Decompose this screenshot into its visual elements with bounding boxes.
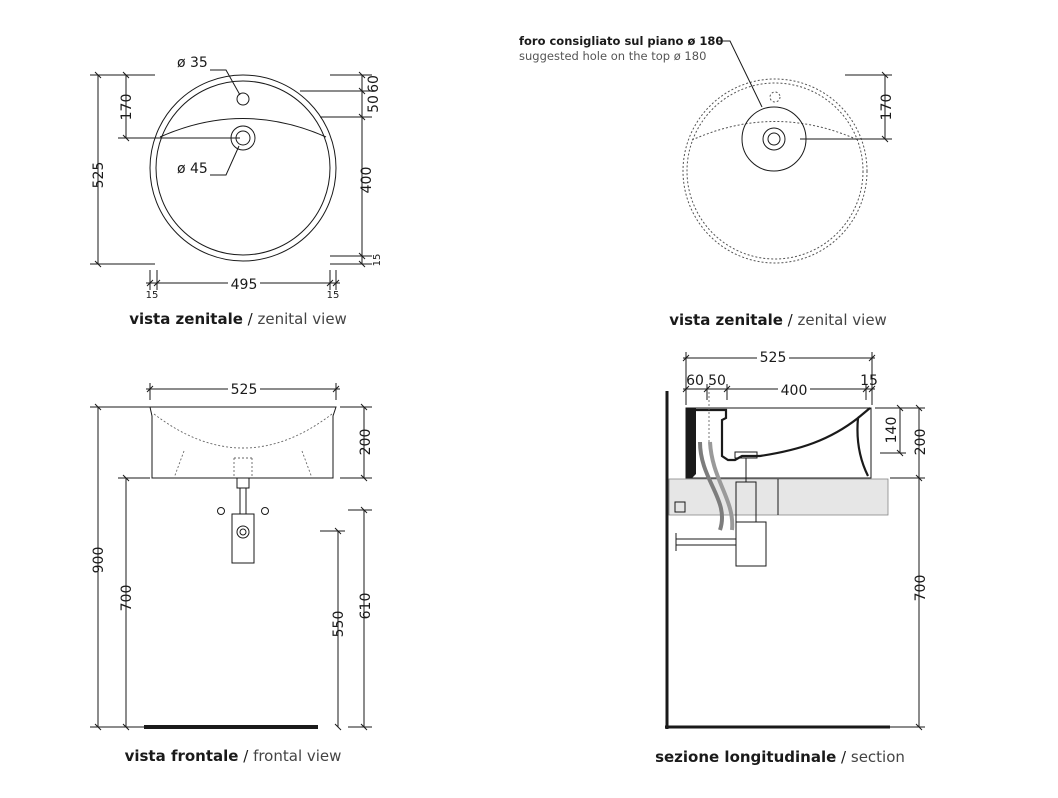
dim-top-60: 60 [366, 75, 382, 93]
dashed-bowl-edge [691, 121, 859, 141]
dim-sec-50: 50 [708, 373, 726, 389]
trap-body [231, 513, 255, 564]
valve-left [217, 507, 225, 515]
tap-valve [674, 501, 686, 513]
caption-top-view-alt: vista zenitale / zenital view [669, 311, 887, 329]
dim-sec-15: 15 [860, 373, 878, 389]
drain-inner-alt [767, 132, 781, 146]
dim-top-50: 50 [366, 95, 382, 113]
dim-alt-170: 170 [879, 94, 895, 121]
top-view: ø 35 ø 45 525 170 50 60 400 15 [90, 55, 383, 328]
note-it: foro consigliato sul piano ø 180 [519, 34, 723, 48]
dim-sec-60: 60 [686, 373, 704, 389]
dim-front-700: 700 [119, 585, 135, 612]
dim-top-15-right-b: 15 [327, 290, 340, 301]
drain-hidden [233, 457, 253, 478]
caption-front-view: vista frontale / frontal view [125, 747, 342, 765]
dashed-inner [686, 82, 864, 260]
dim-top-495: 495 [231, 277, 258, 293]
hose-1 [698, 441, 724, 531]
label-hole-35: ø 35 [177, 55, 208, 71]
basin-wall-profile [696, 408, 869, 477]
dim-top-15-left: 15 [146, 290, 159, 301]
dim-front-525: 525 [231, 382, 258, 398]
note-en: suggested hole on the top ø 180 [519, 49, 706, 63]
leader-35 [210, 69, 241, 96]
leader-45 [210, 145, 240, 176]
dim-top-525: 525 [91, 162, 107, 189]
dim-sec-140: 140 [884, 417, 900, 444]
dim-front-900: 900 [91, 547, 107, 574]
valve-right [261, 507, 269, 515]
tap-hole [236, 92, 250, 106]
dim-top-170: 170 [119, 94, 135, 121]
dim-sec-400: 400 [781, 383, 808, 399]
dim-top-400: 400 [359, 167, 375, 194]
basin-rim-right [857, 407, 871, 419]
leader-note [716, 40, 763, 108]
dim-sec-700: 700 [913, 575, 929, 602]
basin-outer-rim [149, 74, 337, 262]
basin-back-wall [686, 408, 696, 478]
bowl-edge [159, 118, 327, 138]
bowl-hidden-2 [173, 450, 313, 479]
dim-sec-525: 525 [760, 350, 787, 366]
top-view-alt: foro consigliato sul piano ø 180 suggest… [519, 34, 895, 329]
basin-front [149, 406, 337, 479]
trap-neck [236, 477, 250, 489]
dim-front-550: 550 [331, 611, 347, 638]
label-hole-45: ø 45 [177, 161, 208, 177]
section-view: 525 60 50 400 15 140 200 700 sezione lon… [655, 350, 929, 766]
dim-front-610: 610 [358, 593, 374, 620]
dim-top-15-right: 15 [372, 254, 383, 267]
dim-sec-200: 200 [913, 429, 929, 456]
front-view: 525 200 900 700 550 610 vista frontale /… [90, 382, 374, 765]
caption-section: sezione longitudinale / section [655, 748, 905, 766]
dashed-tap-hole [769, 91, 781, 103]
hose-2 [708, 441, 735, 531]
dashed-outer [682, 78, 868, 264]
bowl-hidden [153, 413, 333, 449]
dim-front-200: 200 [358, 429, 374, 456]
basin-inner-rim [155, 80, 331, 256]
countertop-hole [741, 106, 807, 172]
caption-top-view: vista zenitale / zenital view [129, 310, 347, 328]
section-trap-body [735, 521, 767, 567]
drain-outer-alt [762, 127, 786, 151]
